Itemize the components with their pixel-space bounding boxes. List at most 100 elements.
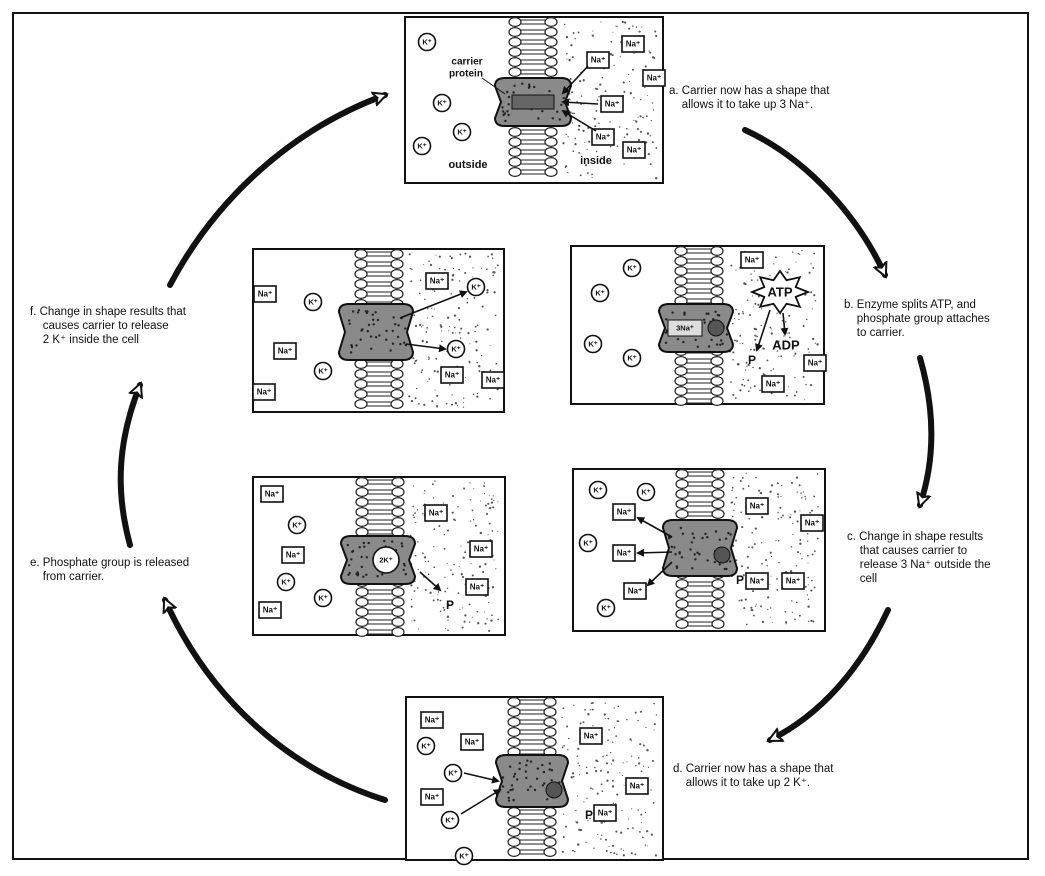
cycle-arrows: [117, 95, 935, 803]
k-ion: K⁺: [287, 515, 307, 535]
na-ion: Na⁺: [469, 540, 493, 558]
na-ion-box: [612, 503, 636, 521]
na-ion-box: [281, 546, 305, 564]
na-ion-box: [425, 272, 449, 290]
k-ion: K⁺: [443, 763, 463, 783]
na-ion: Na⁺: [424, 504, 448, 522]
ion-arrow: [399, 290, 468, 319]
ion-arrow: [561, 98, 599, 107]
panel-d: PNa⁺Na⁺Na⁺Na⁺Na⁺Na⁺K⁺K⁺K⁺K⁺: [405, 696, 664, 866]
binding-site: [713, 546, 731, 564]
ion-arrow: [561, 65, 589, 95]
na-ion-box: [600, 95, 624, 113]
na-ion: Na⁺: [740, 251, 764, 269]
na-ion-box: [273, 342, 297, 360]
na-ion: Na⁺: [781, 572, 805, 590]
k-ion-circle: [588, 480, 608, 500]
arrow-e-to-f: [117, 385, 140, 548]
k-ion: K⁺: [440, 810, 460, 830]
arrow-c-to-d: [770, 607, 891, 743]
na-ion: Na⁺: [420, 788, 444, 806]
atp-label: ATP: [767, 285, 792, 300]
na-ion: Na⁺: [600, 95, 624, 113]
na-ion-label: Na⁺: [596, 133, 610, 142]
k-ion: K⁺: [416, 736, 436, 756]
na-ion: Na⁺: [761, 375, 785, 393]
k-ion-circle: [590, 283, 610, 303]
arrow-a-to-b: [742, 127, 888, 275]
ion-arrow: [463, 772, 500, 784]
k-ion-circle: [622, 258, 642, 278]
k-ion: K⁺: [622, 348, 642, 368]
k-ion: K⁺: [313, 588, 333, 608]
k-ion-label: K⁺: [448, 769, 457, 778]
k-ion-circle: [443, 763, 463, 783]
k-ion-circle: [303, 292, 323, 312]
na-ion-box: [612, 544, 636, 562]
na-ion: Na⁺: [579, 727, 603, 745]
carrier-protein: [337, 303, 415, 361]
k-ion-label: K⁺: [318, 367, 327, 376]
carrier-body: [494, 754, 570, 808]
na-ion-box: [420, 788, 444, 806]
k-ion: K⁺: [417, 32, 437, 52]
k-ion-circle: [446, 339, 466, 359]
binding-site: [545, 781, 563, 799]
na-ion-label: Na⁺: [474, 545, 488, 554]
arrow-d-to-e: [162, 600, 388, 803]
na-ion-label: Na⁺: [278, 347, 292, 356]
k-ion-label: K⁺: [593, 486, 602, 495]
na-ion-box: [469, 540, 493, 558]
panel-e: 2K⁺Na⁺Na⁺Na⁺Na⁺Na⁺Na⁺K⁺K⁺K⁺P: [252, 476, 506, 637]
k-ion: K⁺: [452, 122, 472, 142]
ion-arrow: [755, 309, 771, 352]
k-ion-label: K⁺: [601, 604, 610, 613]
k-ion: K⁺: [446, 339, 466, 359]
na-ion-label: Na⁺: [630, 782, 644, 791]
k-binding-pocket: [372, 546, 400, 574]
na-ion-label: Na⁺: [470, 583, 484, 592]
k-ion: K⁺: [636, 482, 656, 502]
na-ion-box: [481, 371, 505, 389]
k-ion-circle: [596, 598, 616, 618]
na-ion-box: [420, 711, 444, 729]
atp-burst: ATP: [749, 269, 811, 315]
ion-arrow: [636, 517, 673, 538]
k-ion-circle: [276, 572, 296, 592]
na-ion: Na⁺: [253, 285, 277, 303]
cytoplasm-stipple: [728, 249, 819, 401]
cytoplasm-stipple: [561, 702, 658, 857]
k-ion-circle: [416, 736, 436, 756]
na-ion-label: Na⁺: [429, 509, 443, 518]
k-ion: K⁺: [432, 93, 452, 113]
na-ion: Na⁺: [586, 51, 610, 69]
k-ion-circle: [417, 32, 437, 52]
na-ion-label: Na⁺: [627, 146, 641, 155]
k-ion-label: K⁺: [641, 488, 650, 497]
na-ion: Na⁺: [273, 342, 297, 360]
adp-label: ADP: [772, 338, 800, 353]
k-ion-circle: [313, 361, 333, 381]
na-ion-label: Na⁺: [591, 56, 605, 65]
cytoplasm-stipple: [562, 20, 658, 180]
ion-arrow: [780, 312, 789, 336]
k-ion-label: K⁺: [445, 816, 454, 825]
caption-a: a. Carrier now has a shape that allows i…: [669, 85, 830, 111]
k-ion-circle: [313, 588, 333, 608]
na-ion-label: Na⁺: [626, 40, 640, 49]
na-ion-label: Na⁺: [750, 577, 764, 586]
caption-b: b. Enzyme splits ATP, and phosphate grou…: [844, 299, 990, 339]
na-ion-label: Na⁺: [465, 738, 479, 747]
k-ion-label: K⁺: [417, 142, 426, 151]
na-ion-label: Na⁺: [425, 716, 439, 725]
k-ion-label: K⁺: [451, 345, 460, 354]
na-ion: Na⁺: [612, 503, 636, 521]
na-ion: Na⁺: [425, 272, 449, 290]
outside-label: outside: [448, 159, 487, 171]
na-ion-box: [800, 514, 824, 532]
na-ion-box: [642, 69, 666, 87]
inside-label: inside: [580, 155, 612, 167]
k-ion-label: K⁺: [459, 852, 468, 861]
